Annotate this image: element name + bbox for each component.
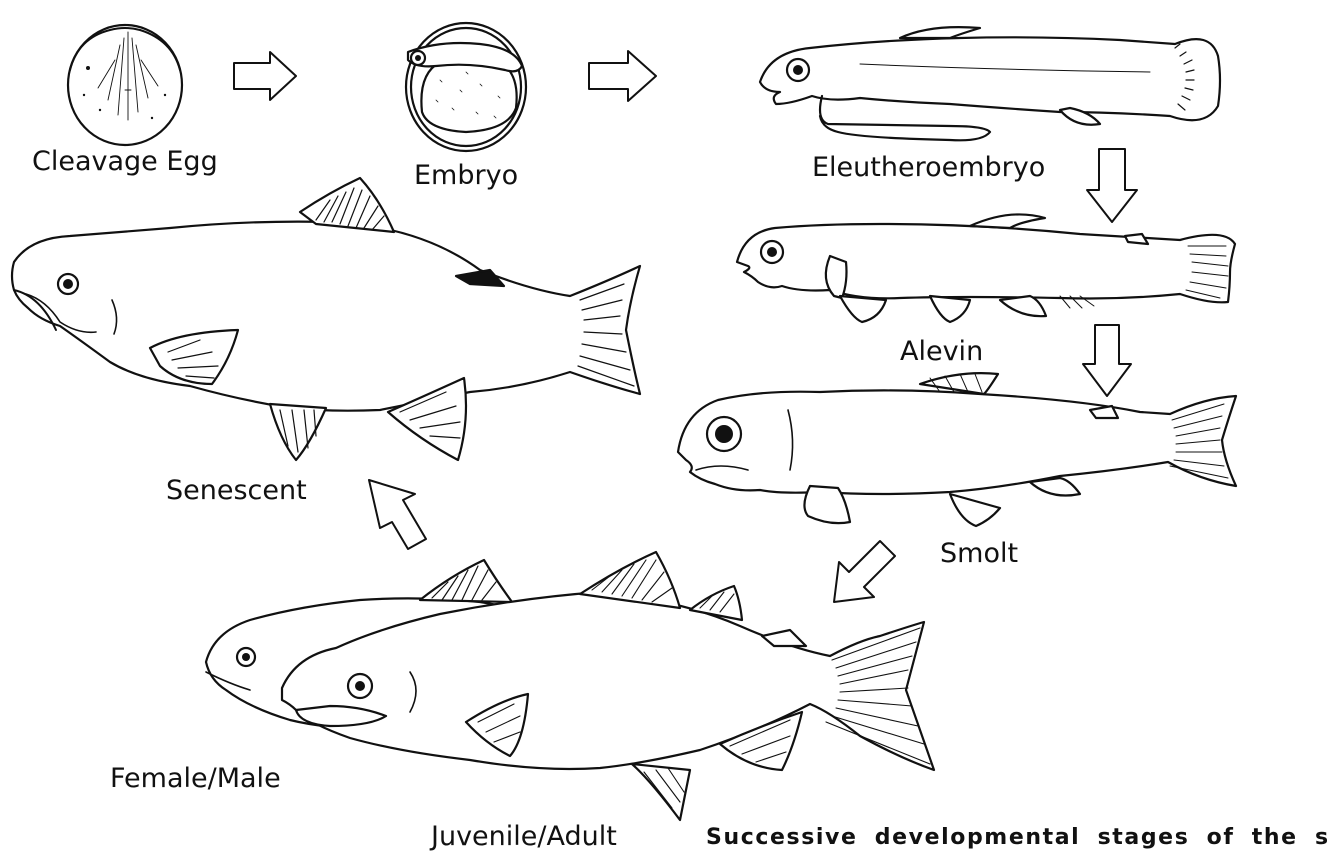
senescent-illustration xyxy=(12,178,640,460)
eleutheroembryo-illustration xyxy=(760,27,1220,140)
stage-label-eleutheroembryo: Eleutheroembryo xyxy=(812,154,1045,181)
arrow-up-left-icon xyxy=(369,480,426,549)
embryo-illustration xyxy=(406,23,526,151)
stage-label-senescent: Senescent xyxy=(166,477,307,504)
smolt-illustration xyxy=(678,373,1236,526)
cleavage-egg-illustration xyxy=(68,25,182,145)
figure-caption: Successive developmental stages of the s… xyxy=(706,827,1327,849)
alevin-illustration xyxy=(737,214,1235,322)
stage-label-alevin: Alevin xyxy=(900,338,983,365)
arrow-down-icon xyxy=(1087,149,1137,222)
arrow-right-icon xyxy=(589,51,656,101)
arrow-down-left-icon xyxy=(834,541,895,602)
stage-label-smolt: Smolt xyxy=(940,540,1018,567)
stage-label-juvenile-adult: Juvenile/Adult xyxy=(431,823,617,850)
stage-label-cleavage-egg: Cleavage Egg xyxy=(32,148,218,175)
arrow-right-icon xyxy=(234,52,296,100)
stage-label-embryo: Embryo xyxy=(414,162,518,189)
stage-label-female-male: Female/Male xyxy=(110,765,281,792)
arrow-down-icon xyxy=(1083,325,1131,396)
